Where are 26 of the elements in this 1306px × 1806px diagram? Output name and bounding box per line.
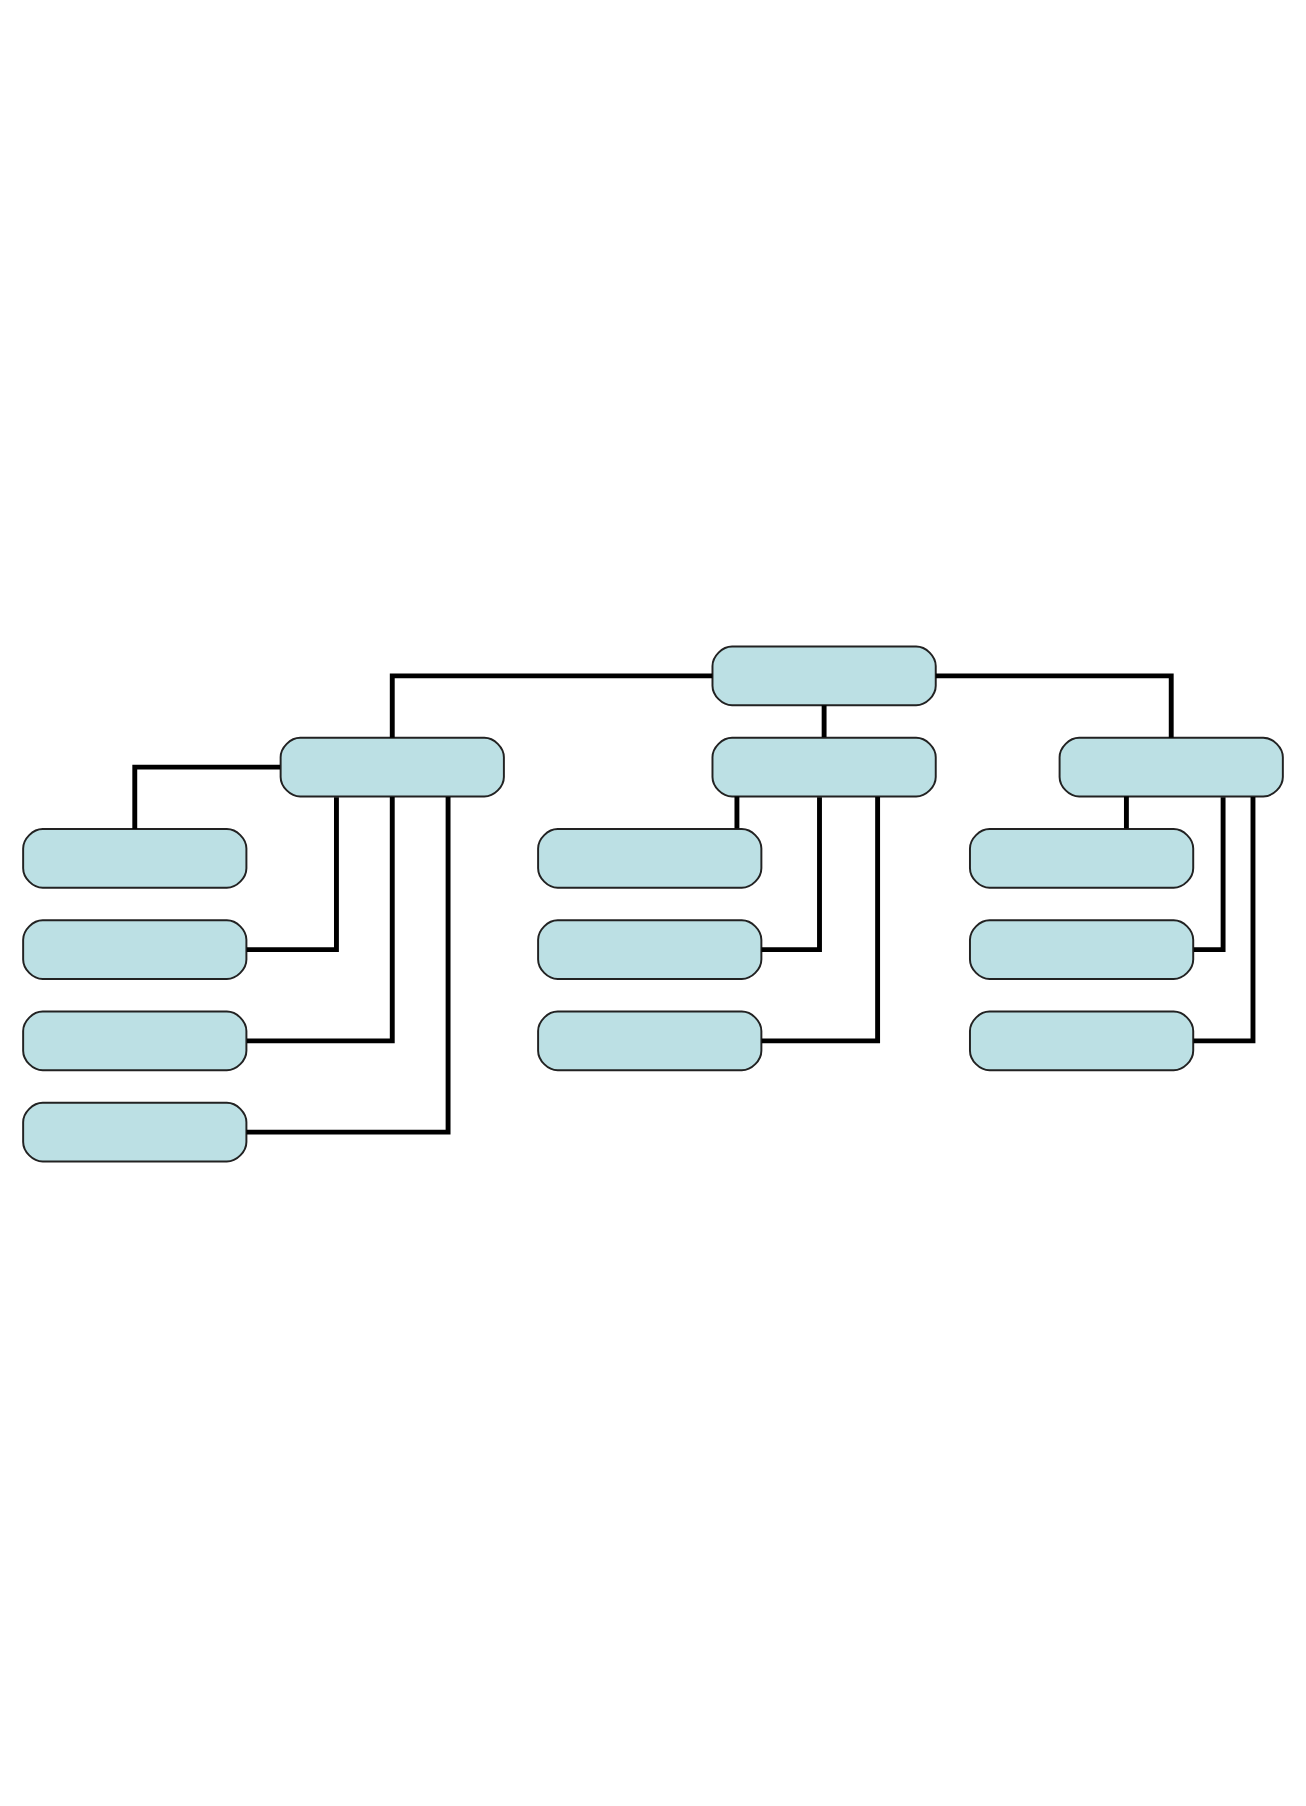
node-box (22, 918, 248, 979)
node-box (22, 827, 248, 888)
connector (246, 796, 451, 1134)
node-box (22, 1100, 248, 1162)
node-box (969, 918, 1195, 979)
node-box (537, 918, 763, 979)
connector (246, 795, 395, 1043)
connector (132, 763, 281, 828)
connector (821, 704, 827, 737)
connector (1123, 795, 1129, 828)
connector (761, 796, 822, 952)
connector (734, 795, 740, 828)
connector (935, 672, 1174, 737)
node-box (537, 1009, 763, 1071)
node-box (969, 827, 1195, 888)
node-box (1058, 735, 1284, 797)
connector (246, 796, 339, 952)
node-box (22, 1009, 248, 1071)
connector (761, 795, 881, 1043)
connector (389, 672, 713, 737)
node-box (711, 735, 937, 797)
connector (1193, 795, 1256, 1043)
node-box (279, 735, 505, 797)
node-box (537, 827, 763, 888)
node-box (969, 1009, 1195, 1071)
node-box (711, 644, 937, 706)
